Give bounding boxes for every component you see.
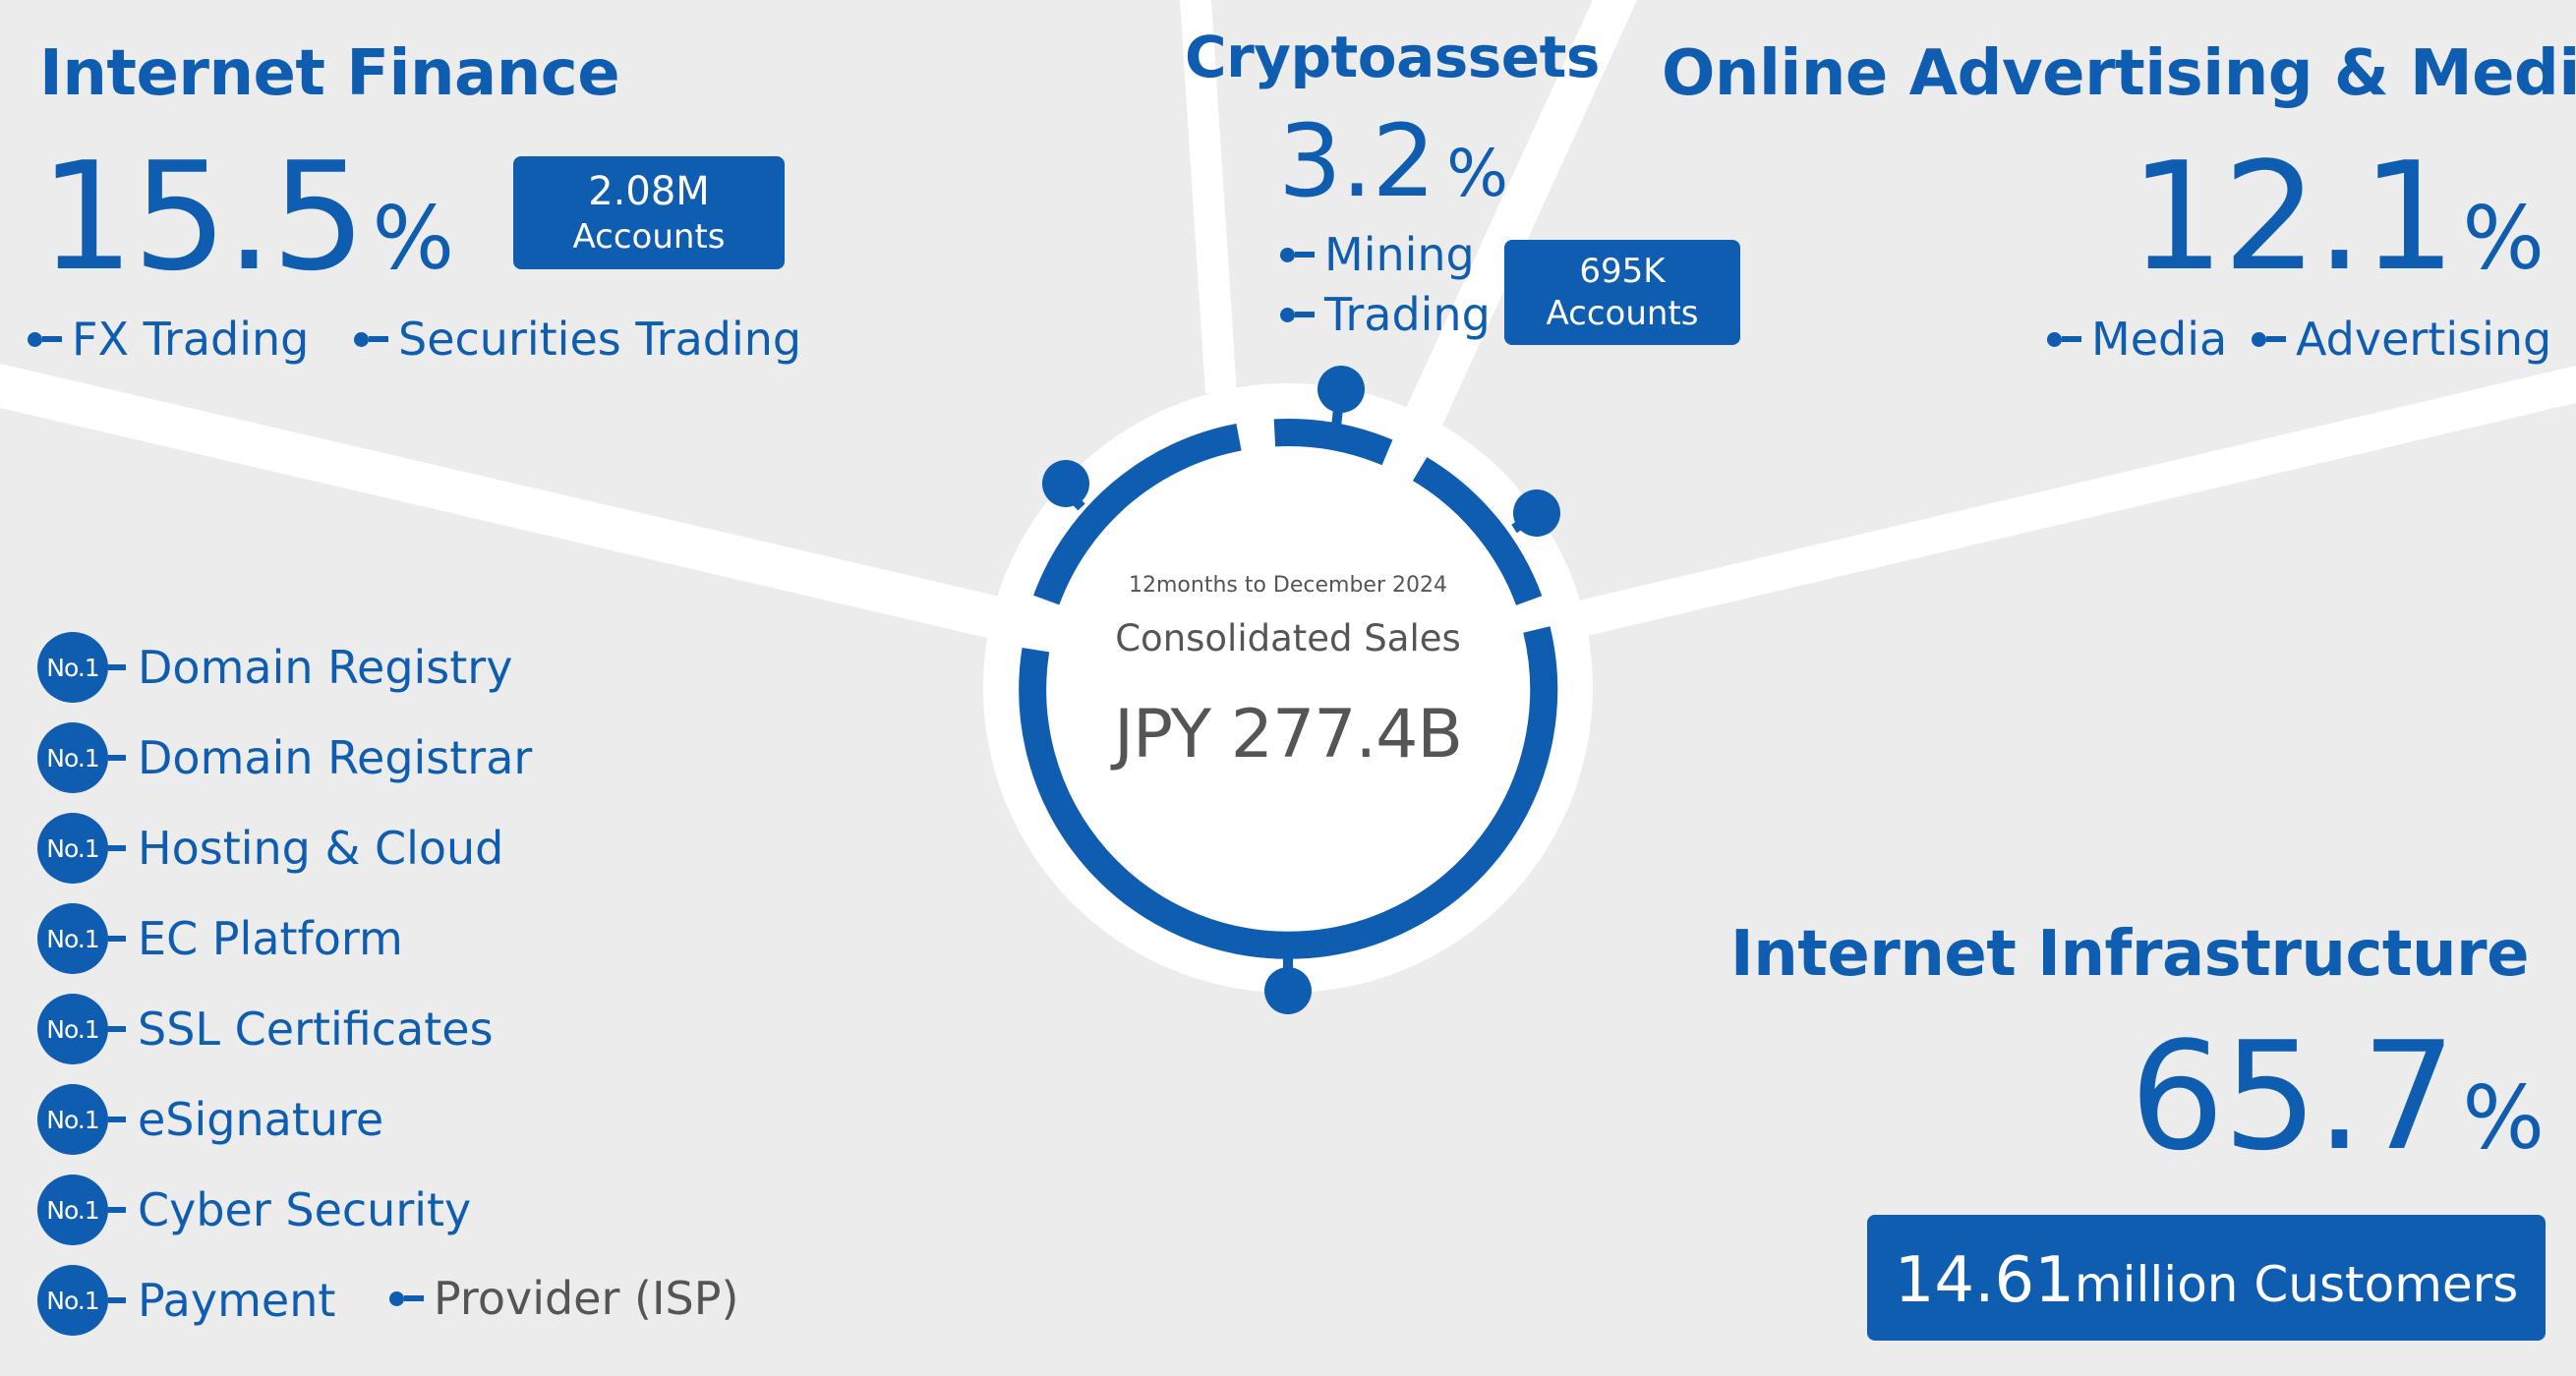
center-value: JPY 277.4B — [1113, 696, 1463, 774]
internet-finance-accounts-badge: 2.08M Accounts — [513, 156, 785, 269]
bullet-dot-icon — [2047, 331, 2062, 347]
internet-infrastructure-share: 65.7% — [1966, 1022, 2545, 1172]
internet-finance-accounts-value: 2.08M — [588, 169, 710, 215]
online-advertising-share-unit: % — [2462, 188, 2545, 289]
no1-badge-icon: No.1 — [37, 994, 108, 1064]
ring-knob-finance — [1042, 460, 1089, 507]
internet-finance-share-unit: % — [372, 188, 455, 289]
center-halo — [983, 383, 1593, 993]
bullet-dot-icon — [2252, 331, 2266, 347]
ring-arc-infrastructure — [1019, 626, 1558, 959]
online-advertising-title: Online Advertising & Media — [1662, 37, 2576, 110]
bullet-dot-icon — [354, 331, 369, 347]
no1-badge-icon: No.1 — [37, 813, 108, 884]
ring-arc-finance — [1033, 424, 1242, 605]
infrastructure-customers-value: 14.61 — [1894, 1244, 2075, 1317]
bullet-trading: Trading — [1280, 288, 1491, 341]
ring-knob-crypto — [1317, 366, 1365, 413]
center-period: 12months to December 2024 — [1129, 573, 1447, 598]
cryptoassets-accounts-unit: Accounts — [1546, 293, 1699, 333]
bullet-advertising: Advertising — [2252, 313, 2551, 366]
internet-infrastructure-share-unit: % — [2462, 1067, 2545, 1169]
infrastructure-customers-unit: million Customers — [2074, 1256, 2519, 1313]
internet-finance-share: 15.5% — [39, 143, 454, 292]
bullet-fx-trading: FX Trading — [28, 313, 309, 366]
divider-left — [0, 364, 1013, 644]
cryptoassets-accounts-value: 695K — [1579, 252, 1666, 291]
bullet-dot-icon — [389, 1290, 404, 1306]
internet-infrastructure-title: Internet Infrastructure — [1729, 918, 2530, 991]
ring-knob-infrastructure — [1264, 967, 1312, 1014]
online-advertising-share-value: 12.1 — [2129, 130, 2456, 304]
bullet-dot-icon — [1280, 307, 1295, 322]
center-metric: Consolidated Sales — [1115, 617, 1461, 659]
divider-right — [1553, 366, 2576, 644]
cryptoassets-title: Cryptoassets — [1185, 24, 1600, 90]
cryptoassets-share-value: 3.2 — [1278, 103, 1435, 220]
ring-arc-crypto — [1273, 419, 1393, 466]
no1-badge-icon: No.1 — [37, 722, 108, 793]
bullet-dot-icon — [28, 331, 42, 347]
internet-finance-accounts-unit: Accounts — [572, 217, 726, 258]
cryptoassets-share-unit: % — [1446, 136, 1508, 211]
online-advertising-share: 12.1% — [1966, 143, 2545, 292]
no1-badge-icon: No.1 — [37, 1265, 108, 1336]
cryptoassets-accounts-badge: 695K Accounts — [1504, 240, 1740, 345]
no1-badge-icon: No.1 — [37, 1175, 108, 1245]
divider-top-right — [1381, 0, 1637, 462]
divider-top-left — [1180, 0, 1237, 393]
ring-arc-advertising — [1412, 457, 1543, 606]
no1-badge-icon: No.1 — [37, 903, 108, 974]
bullet-dot-icon — [1280, 247, 1295, 262]
bullet-mining: Mining — [1280, 228, 1475, 281]
no1-badge-icon: No.1 — [37, 632, 108, 703]
no1-badge-icon: No.1 — [37, 1084, 108, 1155]
internet-finance-title: Internet Finance — [39, 37, 620, 110]
internet-finance-share-value: 15.5 — [39, 130, 366, 304]
bullet-media: Media — [2047, 313, 2227, 366]
internet-infrastructure-share-value: 65.7 — [2129, 1009, 2456, 1183]
cryptoassets-share: 3.2% — [1278, 112, 1508, 212]
bullet-securities-trading: Securities Trading — [354, 313, 801, 366]
bullet-provider-isp: Provider (ISP) — [389, 1272, 738, 1325]
ring-knob-advertising — [1513, 489, 1560, 537]
